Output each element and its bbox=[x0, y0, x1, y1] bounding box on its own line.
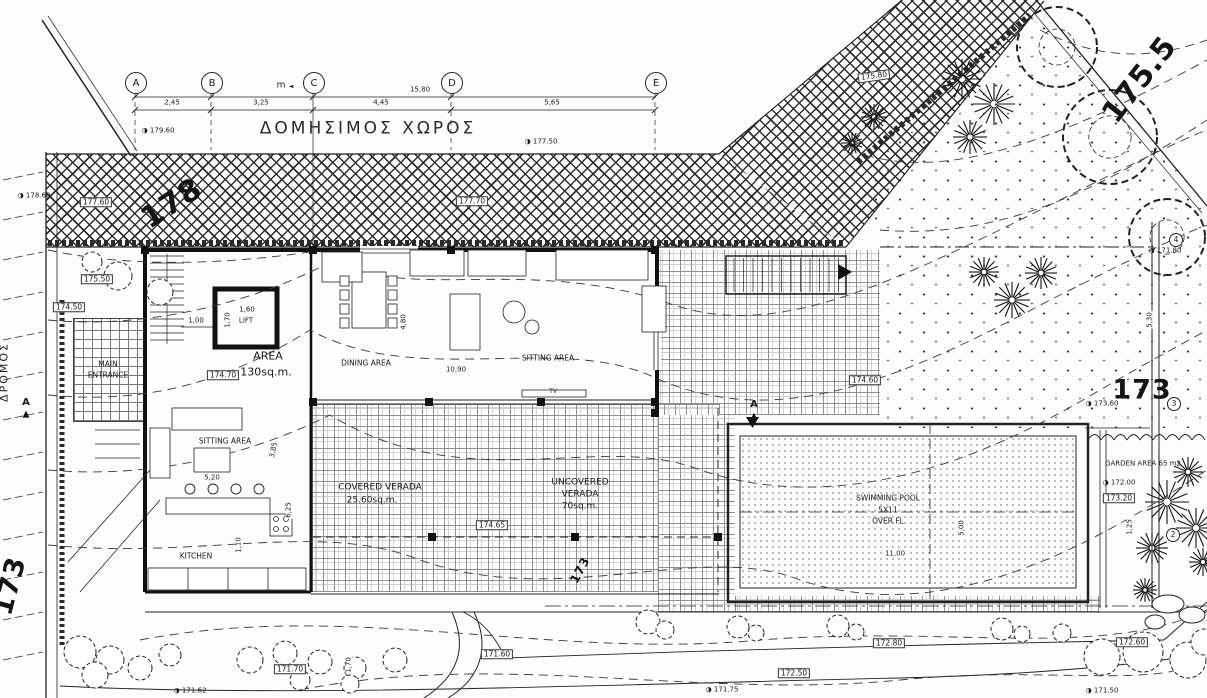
boxed-level-label: 172.50 bbox=[777, 668, 811, 678]
uncovered-veranda-label-line2: VERADA bbox=[561, 489, 599, 500]
dimension-label: 4,45 bbox=[372, 98, 390, 107]
pool-side-paving bbox=[658, 415, 735, 612]
spot-level-label: ◑ 171.50 bbox=[1085, 686, 1119, 695]
section-marker-arrow-icon: ▲ bbox=[22, 409, 30, 420]
dimension-label: 1,70 bbox=[223, 311, 232, 329]
boxed-level-label: 175.50 bbox=[80, 274, 114, 284]
dimension-label: 2,45 bbox=[163, 98, 181, 107]
boxed-level-label: 174.70 bbox=[206, 370, 240, 380]
spot-level-label: ◑ 178.60 bbox=[17, 191, 51, 200]
dimension-label: 3,85 bbox=[267, 440, 280, 460]
spot-level-label: ◑ 173.60 bbox=[1085, 399, 1119, 408]
pool-size-label: 5X11 bbox=[878, 505, 898, 515]
spot-level-label: ◑ 171.62 bbox=[173, 686, 207, 695]
tv-label: TV bbox=[549, 388, 557, 395]
entrance-paving bbox=[73, 318, 147, 422]
road-label: ΔΡΟΜΟΣ bbox=[0, 342, 11, 402]
dimension-label: 15,80 bbox=[408, 85, 432, 94]
spot-level-label: ◑ 177.50 bbox=[524, 137, 558, 146]
contour-173-mid-label: 173 bbox=[567, 554, 593, 586]
boxed-level-label: 173.20 bbox=[1102, 493, 1136, 503]
grid-column-bubble-D: D bbox=[441, 72, 463, 94]
boxed-level-label: 171.60 bbox=[480, 649, 514, 659]
dimension-label: 1,10 bbox=[234, 536, 243, 554]
dimension-label: 5,30 bbox=[1145, 311, 1154, 329]
spot-level-label: ◑ 171.80 bbox=[1148, 246, 1182, 255]
grid-column-bubble-E: E bbox=[645, 72, 667, 94]
main-entrance-label-line1: MAIN bbox=[98, 359, 118, 369]
meter-mark-label: m bbox=[276, 80, 286, 91]
dimension-label: 5,00 bbox=[957, 519, 966, 537]
pool-overflow-label: OVER FL bbox=[872, 516, 904, 526]
boxed-level-label: 174.60 bbox=[848, 375, 882, 385]
section-marker-label: A bbox=[750, 399, 758, 410]
boxed-level-label: 172.80 bbox=[872, 638, 906, 648]
boxed-level-label: 175.80 bbox=[857, 69, 891, 83]
grid-column-bubble-C: C bbox=[303, 72, 325, 94]
contour-173-left-label: 173 bbox=[0, 553, 33, 619]
veranda-paving bbox=[312, 404, 720, 592]
contour-173-right-label: 173 bbox=[1112, 374, 1172, 406]
area-value-label: 130sq.m. bbox=[240, 365, 292, 379]
dimension-label: 10,90 bbox=[444, 365, 468, 374]
dimension-label: 5,65 bbox=[543, 98, 561, 107]
retaining-band-hatch bbox=[46, 154, 845, 247]
boxed-level-label: 177.60 bbox=[79, 197, 113, 207]
sitting-area-label: SITTING AREA bbox=[521, 353, 575, 363]
covered-veranda-area-label: 25.60sq.m. bbox=[346, 495, 398, 506]
main-entrance-label-line2: ENTRANCE bbox=[87, 370, 129, 380]
tree-tag: 3 bbox=[1167, 397, 1181, 411]
buildable-zone-label: ΔΟΜΗΣΙΜΟΣ ΧΩΡΟΣ bbox=[259, 118, 477, 139]
uncovered-veranda-area-label: 70sq.m. bbox=[561, 501, 599, 512]
swimming-pool-label: SWIMMING POOL bbox=[856, 493, 920, 503]
spot-level-label: ◑ 171.75 bbox=[705, 685, 739, 694]
dimension-label: 1,25 bbox=[1125, 518, 1134, 536]
tree-tag: 2 bbox=[1166, 528, 1180, 542]
dimension-label: 4,80 bbox=[399, 313, 408, 331]
pool-south-paving bbox=[735, 596, 1100, 612]
grid-column-bubble-A: A bbox=[125, 72, 147, 94]
spot-level-label: ◑ 179.60 bbox=[141, 126, 175, 135]
section-marker-arrow-icon: ▲ bbox=[750, 411, 758, 422]
boxed-level-label: 172.60 bbox=[1115, 637, 1149, 647]
dimension-label: 1,60 bbox=[238, 305, 256, 314]
kitchen-label: KITCHEN bbox=[179, 551, 213, 561]
meter-mark-arrow-icon: ◄ bbox=[288, 83, 294, 90]
lift-label: LIFT bbox=[238, 316, 254, 325]
tree-tag: 4 bbox=[1169, 233, 1183, 247]
dining-area-label: DINING AREA bbox=[341, 358, 391, 368]
uncovered-veranda-label-line1: UNCOVERED bbox=[551, 477, 609, 488]
garden-area-label: GARDEN AREA 65 m2 bbox=[1105, 459, 1181, 468]
grid-column-bubble-B: B bbox=[201, 72, 223, 94]
family-sitting-area-label: SITTING AREA bbox=[198, 436, 252, 446]
area-label: AREA bbox=[253, 349, 283, 363]
dimension-label: 3,25 bbox=[252, 98, 270, 107]
dimension-label: 11,00 bbox=[883, 549, 907, 558]
boxed-level-label: 177.70 bbox=[455, 196, 489, 206]
dimension-label: 6,25 bbox=[284, 501, 293, 519]
section-marker-label: A bbox=[22, 397, 30, 408]
dimension-label: 1,00 bbox=[187, 316, 205, 325]
boxed-level-label: 174.50 bbox=[52, 302, 86, 312]
contour-175-5-label: 175.5 bbox=[1095, 29, 1185, 130]
dimension-label: 1,70 bbox=[344, 656, 353, 674]
courtyard-paving bbox=[658, 250, 880, 415]
boxed-level-label: 174.65 bbox=[475, 520, 509, 530]
boxed-level-label: 171.70 bbox=[273, 664, 307, 674]
contour-178-label: 178 bbox=[134, 171, 209, 237]
covered-veranda-label: COVERED VERADA bbox=[338, 482, 422, 493]
spot-level-label: ◑ 172.00 bbox=[1102, 478, 1136, 487]
dimension-label: 5,20 bbox=[203, 473, 221, 482]
